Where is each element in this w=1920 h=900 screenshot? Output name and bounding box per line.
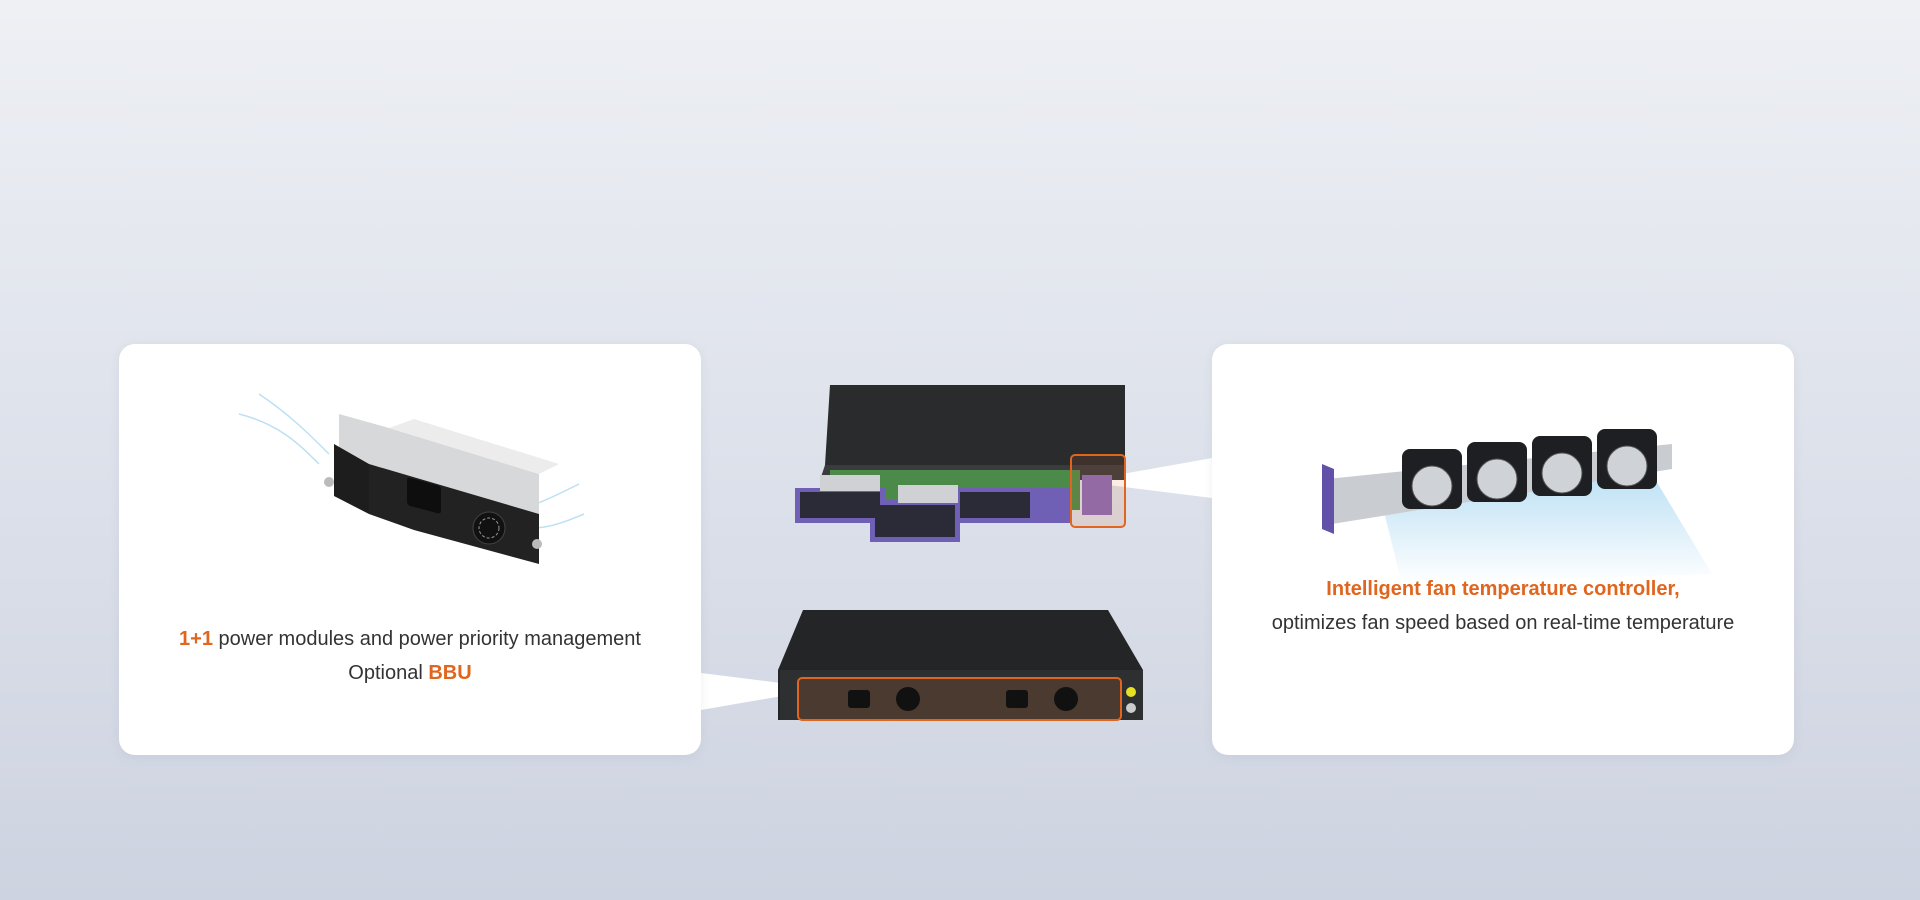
optional-text: Optional: [348, 662, 429, 684]
fan-caption-line-1: Intelligent fan temperature controller,: [1212, 572, 1794, 606]
power-module-card: 1+1 power modules and power priority man…: [119, 344, 701, 755]
power-caption-line-1: 1+1 power modules and power priority man…: [119, 622, 701, 656]
switch-front-image: [795, 385, 1126, 542]
switch-rear-image: [778, 610, 1143, 721]
fan-controller-card: Intelligent fan temperature controller, …: [1212, 344, 1794, 755]
power-module-highlight-box: [797, 677, 1122, 721]
power-redundancy-highlight: 1+1: [179, 628, 213, 650]
fan-tray-highlight-box: [1070, 454, 1126, 528]
fan-controller-highlight: Intelligent fan temperature controller,: [1326, 578, 1680, 600]
fan-tray-image: [1322, 429, 1712, 584]
fan-caption-line-2: optimizes fan speed based on real-time t…: [1271, 612, 1735, 634]
power-caption-text: power modules and power priority managem…: [212, 628, 641, 650]
power-module-image: [238, 393, 585, 564]
power-caption-line-2: Optional BBU: [119, 656, 701, 690]
bbu-highlight: BBU: [428, 662, 472, 684]
